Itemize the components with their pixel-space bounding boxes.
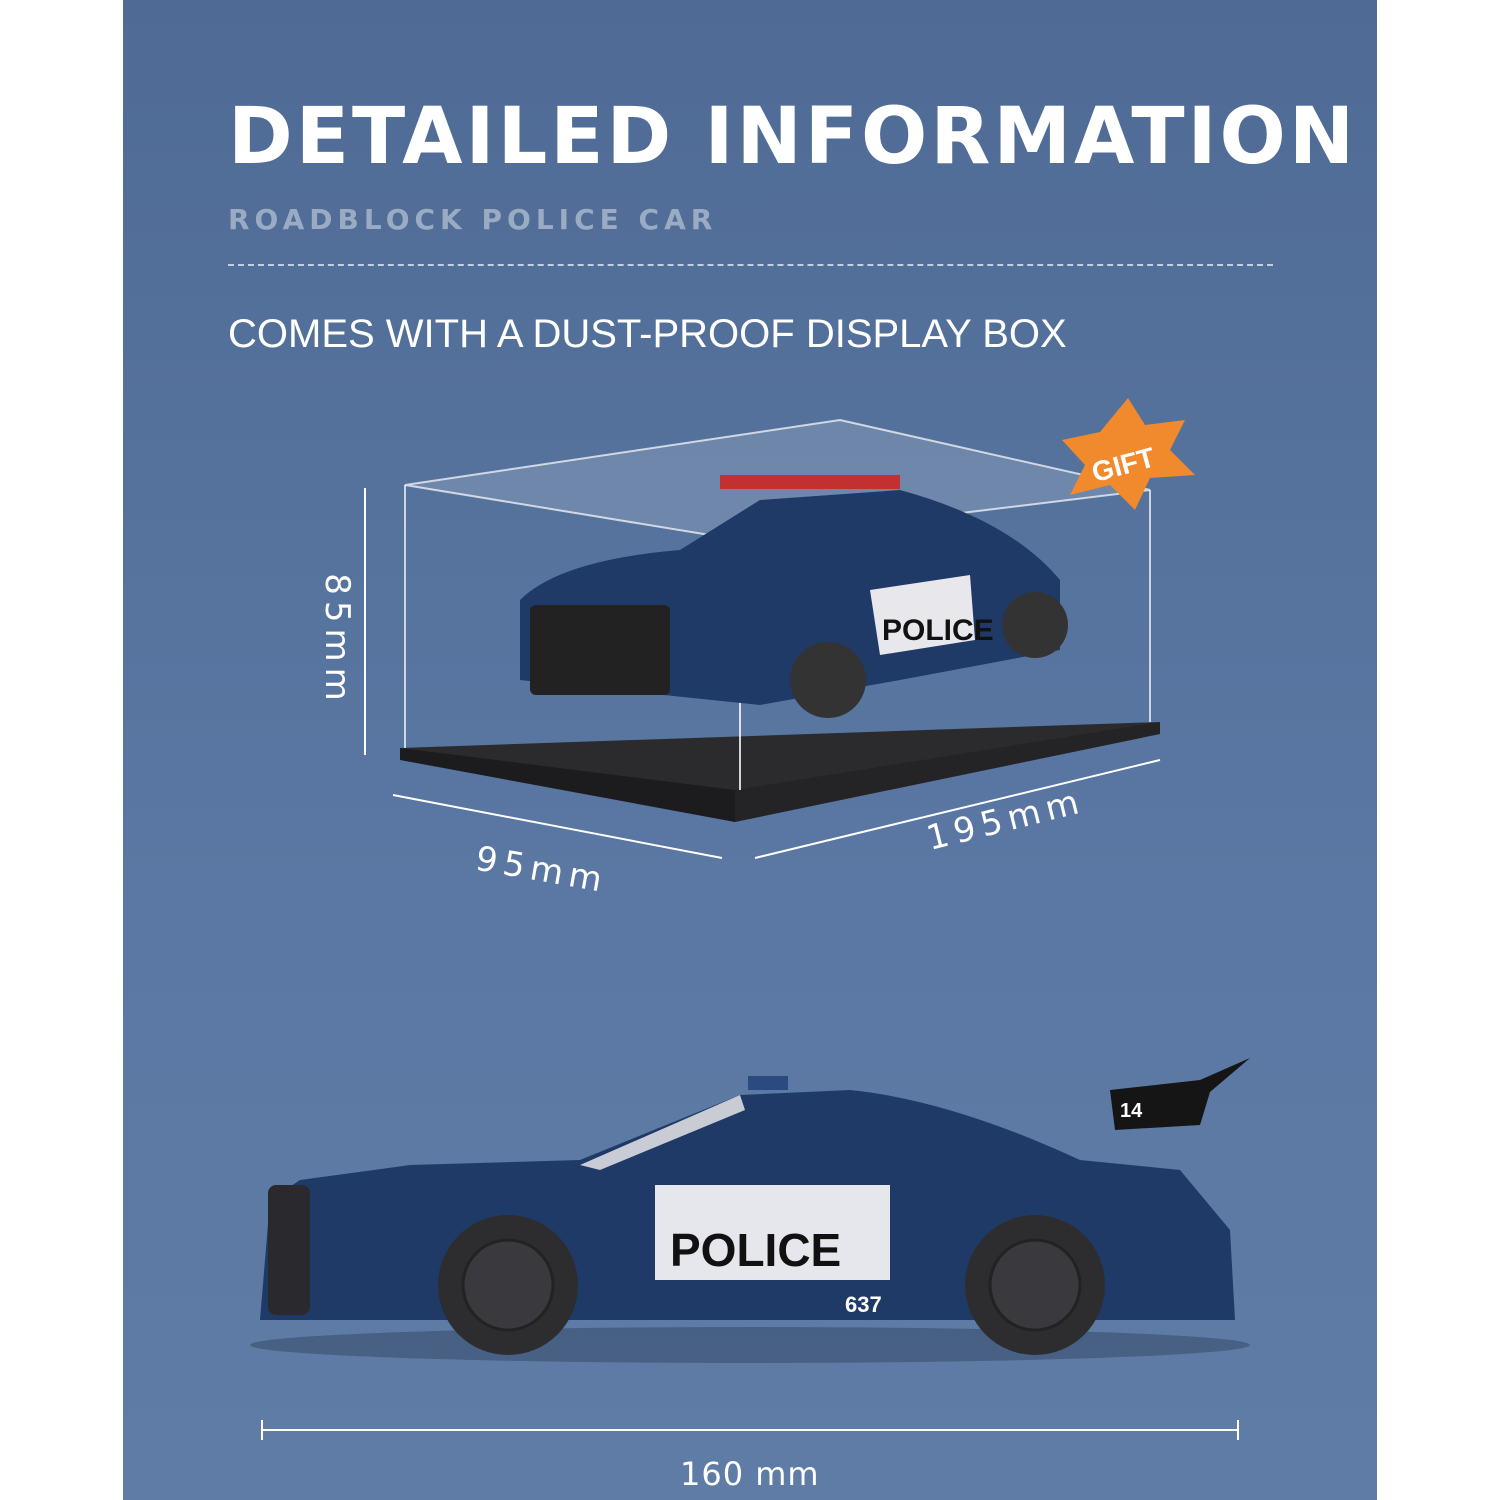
page-title: DETAILED INFORMATION bbox=[228, 92, 1358, 182]
height-label: 85mm bbox=[316, 573, 357, 707]
box-car-police-text: POLICE bbox=[882, 614, 994, 647]
width-dimension-line bbox=[754, 759, 1161, 859]
car-length-label: 160 mm bbox=[680, 1455, 820, 1493]
boxed-car: POLICE bbox=[520, 475, 1068, 718]
side-police-text: POLICE bbox=[670, 1224, 841, 1276]
side-car-number: 637 bbox=[845, 1292, 882, 1317]
feature-text: COMES WITH A DUST-PROOF DISPLAY BOX bbox=[228, 312, 1067, 356]
depth-dimension-line bbox=[392, 794, 723, 859]
product-subtitle: ROADBLOCK POLICE CAR bbox=[228, 203, 718, 236]
dashed-divider bbox=[228, 264, 1273, 266]
length-dimension bbox=[261, 1420, 1239, 1440]
side-view-car: 14 POLICE 637 bbox=[250, 1058, 1250, 1363]
gift-badge: GIFT bbox=[1062, 398, 1195, 510]
spoiler-number: 14 bbox=[1120, 1100, 1143, 1122]
